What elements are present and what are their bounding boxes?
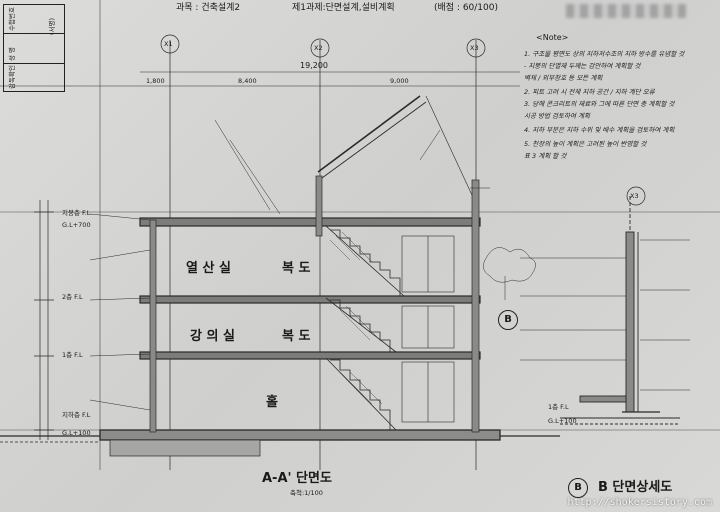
detail-b-marker: B: [498, 310, 518, 330]
grid-axis-x1: X1: [164, 40, 173, 48]
section-a-title: A-A' 단면도: [262, 471, 332, 486]
grid-axis-x3-detail: X3: [630, 192, 639, 200]
room-label: 복 도: [282, 261, 311, 276]
title-block-row: 성 명: [8, 46, 16, 61]
note-line: 벽체 / 외부창호 등 모든 계획: [524, 74, 603, 82]
note-panel: <Note> 1. 구조물 평면도 상의 지하저수조의 지하 방수를 유념할 것…: [516, 34, 712, 164]
note-line: 1. 구조물 평면도 상의 지하저수조의 지하 방수를 유념할 것: [524, 50, 685, 58]
section-b-title: B 단면상세도: [598, 480, 673, 495]
watermark-url: http://shokersistory.com: [567, 497, 713, 508]
grid-axis-x3: X3: [470, 44, 479, 52]
title-block-row: 감독확인: [8, 65, 16, 89]
level-tag: 지붕층 F.L: [62, 209, 91, 217]
room-label: 열 산 실: [186, 261, 231, 276]
note-line: 표 3 계획 할 것: [524, 152, 567, 160]
redacted-name: [566, 4, 686, 18]
assignment-title: 제1과제:단면설계,설비계획: [292, 3, 395, 13]
dimension-label: 8,400: [238, 77, 257, 85]
note-title: <Note>: [536, 33, 569, 42]
score-label: (배점 : 60/100): [434, 3, 498, 13]
overall-dimension: 19,200: [300, 61, 328, 70]
note-line: 3. 당해 콘크리트의 재료와 그에 따른 단면 층 계획할 것: [524, 100, 675, 108]
detail-gl-label: G.L+100: [548, 417, 577, 425]
note-line: 5. 천장의 높이 계획은 고려된 높이 반영할 것: [524, 140, 647, 148]
title-block: 수험번호 성 명 감독확인 (서명): [3, 4, 65, 92]
title-block-row: 수험번호: [8, 7, 16, 31]
note-line: - 지붕의 단열재 두께는 감안하여 계획할 것: [524, 62, 641, 70]
level-tag: G.L+700: [62, 221, 91, 229]
course-name: 과목 : 건축설계2: [176, 3, 241, 13]
level-tag: 2층 F.L: [62, 293, 83, 301]
note-line: 4. 지하 부분은 지하 수위 및 배수 계획을 검토하여 계획: [524, 126, 675, 134]
dimension-label: 1,800: [146, 77, 165, 85]
grid-axis-x2: X2: [314, 44, 323, 52]
room-label: 홀: [266, 395, 278, 410]
signature-label: (서명): [48, 17, 56, 35]
section-b-marker: B: [568, 478, 588, 498]
room-label: 강 의 실: [190, 329, 235, 344]
detail-fl-label: 1층 F.L: [548, 403, 569, 411]
note-line: 시공 방법 검토하여 계획: [524, 112, 590, 120]
level-tag: 1층 F.L: [62, 351, 83, 359]
level-tag: 지하층 F.L: [62, 411, 91, 419]
level-tag: G.L+100: [62, 429, 91, 437]
section-a-scale: 축척:1/100: [290, 489, 323, 497]
room-label: 복 도: [282, 329, 311, 344]
dimension-label: 9,000: [390, 77, 409, 85]
note-line: 2. 피트 고려 시 전체 지하 공간 / 지하 계단 오류: [524, 88, 655, 96]
